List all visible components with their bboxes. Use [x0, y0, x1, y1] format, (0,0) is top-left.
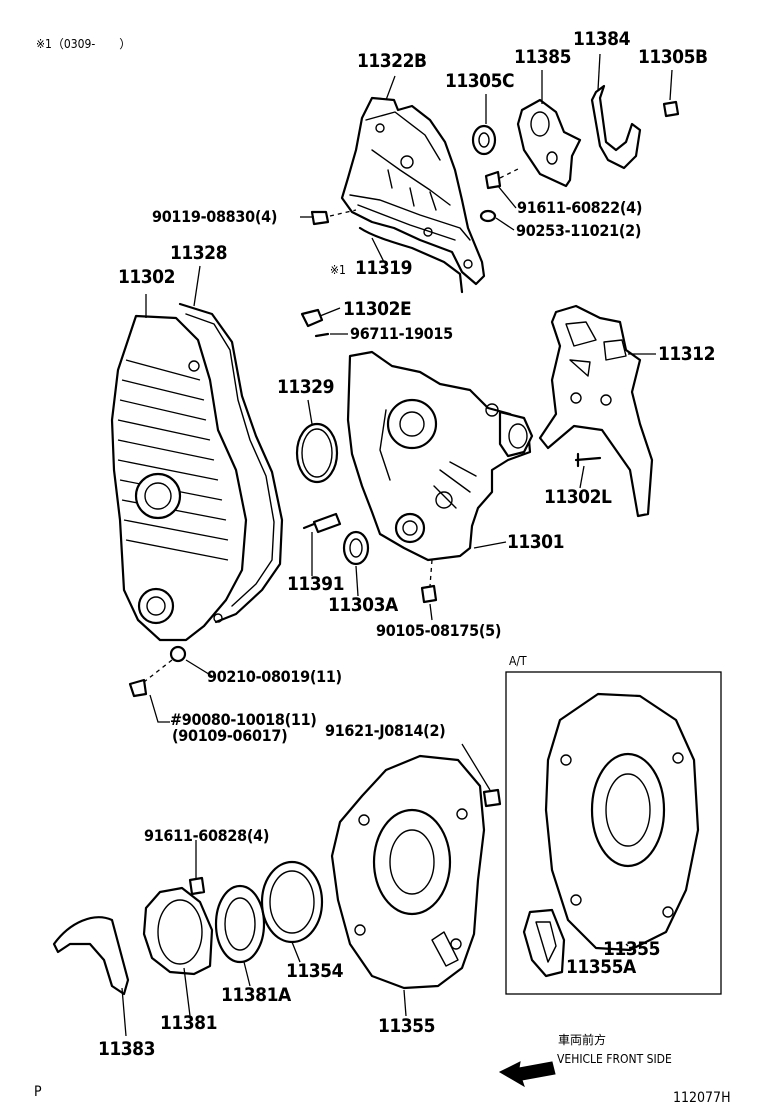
- direction-label-jp: 車両前方: [558, 1033, 607, 1047]
- label-11302: 11302: [118, 266, 175, 288]
- label-11302e: 11302E: [343, 298, 412, 320]
- part-11383-cover: [52, 916, 130, 996]
- label-11354: 11354: [286, 960, 343, 982]
- label-11384: 11384: [573, 28, 630, 50]
- label-11328: 11328: [170, 242, 227, 264]
- part-11301-timing-case: [346, 350, 534, 562]
- label-90210-08019: 90210-08019(11): [207, 667, 342, 686]
- part-11302l-stud: [574, 452, 602, 468]
- part-11355-at-plate: [544, 692, 700, 952]
- part-11355-plate: [330, 754, 486, 990]
- label-90109-06017: (90109-06017): [172, 726, 288, 745]
- label-91611-60822: 91611-60822(4): [517, 198, 643, 217]
- label-11355-at: 11355: [603, 938, 660, 960]
- part-90119-bolt: [310, 209, 357, 226]
- part-11312-gasket: [538, 304, 654, 518]
- label-11381: 11381: [160, 1012, 217, 1034]
- part-11381-retainer: [142, 886, 214, 976]
- front-direction-arrow: [498, 1061, 556, 1088]
- label-11302l: 11302L: [544, 486, 612, 508]
- part-96711-plug: [314, 332, 330, 338]
- label-11319: 11319: [355, 257, 412, 279]
- part-11319-gasket: [358, 226, 464, 294]
- illustration-number: 112077H: [673, 1090, 731, 1106]
- label-90105-08175: 90105-08175(5): [376, 621, 502, 640]
- part-11329-oring: [295, 422, 339, 484]
- label-96711-19015: 96711-19015: [350, 324, 453, 343]
- part-11328-gasket: [178, 302, 284, 624]
- direction-label-en: VEHICLE FRONT SIDE: [557, 1052, 672, 1066]
- part-11302e: [300, 308, 324, 328]
- label-90119-08830: 90119-08830(4): [152, 207, 278, 226]
- label-91611-60828: 91611-60828(4): [144, 826, 270, 845]
- label-90253-11021: 90253-11021(2): [516, 221, 642, 240]
- header-note: ※1（0309- ）: [36, 37, 132, 51]
- part-11354-seal: [260, 860, 324, 944]
- part-11391-sensor: [302, 512, 342, 534]
- part-91621-bolt: [482, 788, 502, 808]
- part-11384-cover: [590, 84, 642, 170]
- part-11381a-seal: [214, 884, 266, 964]
- label-11355a: 11355A: [566, 956, 636, 978]
- part-11305b-plug: [662, 100, 680, 118]
- part-90105-bolt: [420, 584, 438, 604]
- label-11381a: 11381A: [221, 984, 291, 1006]
- label-11319-mark: ※1: [330, 263, 346, 277]
- label-90080-10018: #90080-10018(11): [170, 710, 317, 729]
- label-11312: 11312: [658, 343, 715, 365]
- part-11303a-seal: [342, 530, 370, 566]
- label-11391: 11391: [287, 573, 344, 595]
- part-91611-60828-bolt: [188, 876, 206, 896]
- label-11383: 11383: [98, 1038, 155, 1060]
- label-11301: 11301: [507, 531, 564, 553]
- part-90210-collar: [169, 645, 187, 663]
- label-11303a: 11303A: [328, 594, 398, 616]
- label-91621-j0814: 91621-J0814(2): [325, 721, 446, 740]
- part-11322b-plate: [340, 96, 486, 286]
- leader-lines: [145, 53, 673, 1017]
- at-box-frame: [505, 671, 722, 995]
- label-11329: 11329: [277, 376, 334, 398]
- part-91611-60822-bolt: [484, 167, 521, 190]
- label-11322b: 11322B: [357, 50, 427, 72]
- part-11305c-seal: [471, 124, 497, 156]
- part-90253-pin: [479, 209, 497, 223]
- at-box-title: A/T: [509, 654, 527, 668]
- label-11355: 11355: [378, 1015, 435, 1037]
- label-11305b: 11305B: [638, 46, 708, 68]
- label-11385: 11385: [514, 46, 571, 68]
- part-90080-bolt: [128, 678, 148, 698]
- part-11302-cover: [110, 314, 248, 642]
- part-11385-bracket: [516, 98, 582, 188]
- label-11305c: 11305C: [445, 70, 515, 92]
- part-11355a-cover: [522, 908, 566, 978]
- corner-letter: P: [34, 1084, 42, 1100]
